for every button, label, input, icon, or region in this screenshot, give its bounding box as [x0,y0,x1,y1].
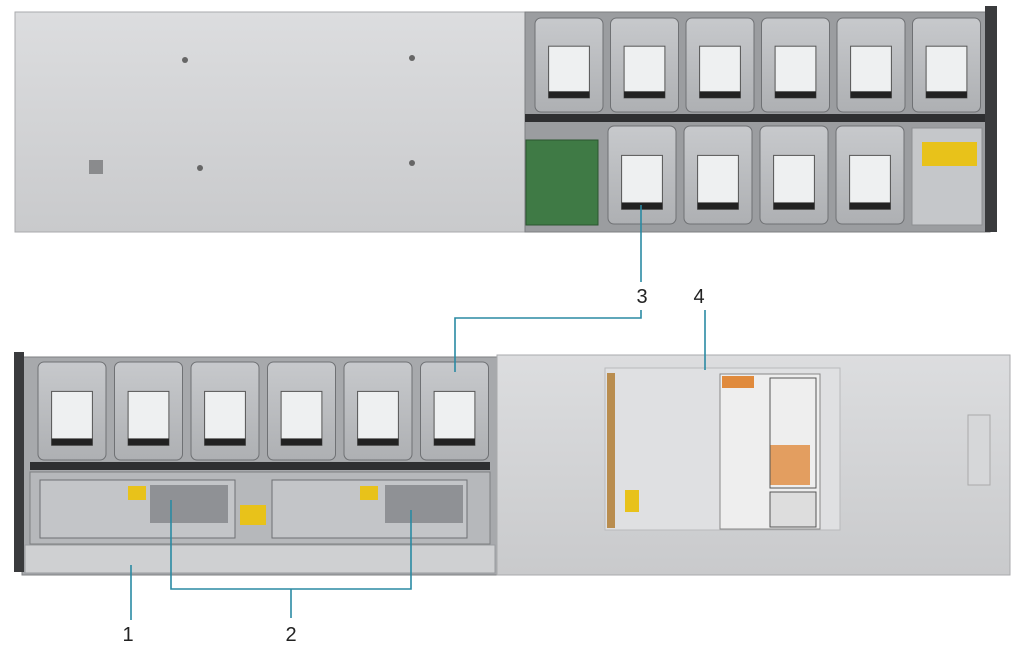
callout-3-line-bottom [454,310,642,372]
hard-drive[interactable] [607,125,677,225]
top-drive-rail [525,114,985,122]
hard-drive[interactable] [343,361,413,461]
bottom-chassis [14,352,1011,576]
caution-label [922,142,977,166]
drive-label [849,154,891,210]
hard-drive[interactable] [759,125,829,225]
drive-label [699,45,741,99]
bottom-drive-row [37,361,489,461]
bottom-rail [24,544,496,574]
hard-drive[interactable] [267,361,336,461]
callout-4: 4 [693,286,704,308]
hard-drive[interactable] [37,361,107,461]
hard-drive[interactable] [836,17,906,113]
drive-label [925,45,968,99]
drive-label [697,154,739,210]
hard-drive[interactable] [534,17,604,113]
drive-label [280,390,323,446]
hard-drive[interactable] [114,361,183,461]
callout-lines [130,205,706,620]
callout-2: 2 [285,624,296,646]
drive-label [51,390,93,446]
hard-drive[interactable] [835,125,905,225]
bottom-front-bezel [14,352,24,572]
top-board [525,139,599,226]
cover-yellow-label [625,490,639,512]
drive-label [357,390,399,446]
hard-drive[interactable] [610,17,679,113]
top-front-bezel [985,6,997,232]
drive-label [433,390,476,446]
drive-label [850,45,892,99]
callout-1: 1 [122,624,133,646]
hard-drive[interactable] [420,361,489,461]
top-cover [14,11,528,233]
drive-label [548,45,590,99]
callout-3: 3 [636,286,647,308]
hard-drive[interactable] [761,17,830,113]
hard-drive[interactable] [912,17,981,113]
drive-label [621,154,663,210]
drive-label [204,390,246,446]
top-drive-row-2 [607,125,905,225]
top-drive-row-1 [534,17,981,113]
top-chassis [14,6,997,233]
hard-drive[interactable] [685,17,755,113]
cover-tape [607,373,615,528]
hard-drive[interactable] [683,125,753,225]
drive-label [623,45,666,99]
hard-drive[interactable] [190,361,260,461]
drive-label [773,154,815,210]
drive-label [774,45,817,99]
drive-label [127,390,170,446]
bottom-drive-rail [30,462,490,470]
